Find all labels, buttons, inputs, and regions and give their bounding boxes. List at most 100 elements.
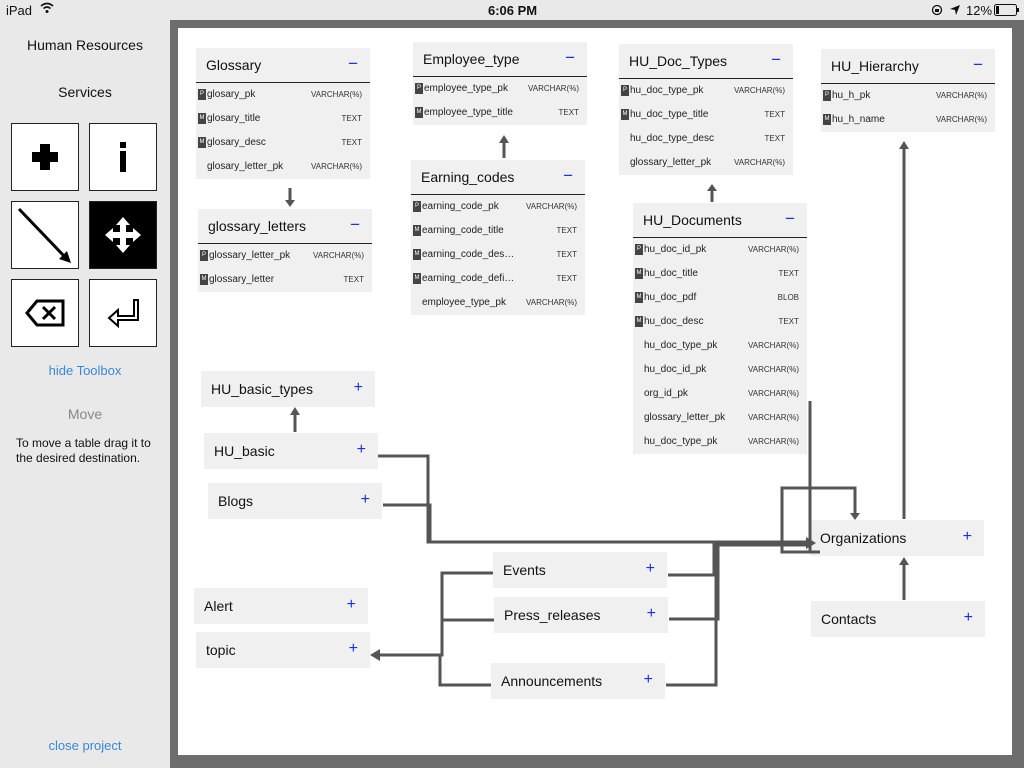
expand-button[interactable]: + [643, 671, 653, 688]
column-type: TEXT [556, 226, 577, 235]
table-header[interactable]: Employee_type− [413, 42, 587, 77]
collapse-button[interactable]: − [563, 166, 573, 185]
table-header[interactable]: HU_Documents− [633, 203, 807, 238]
table-hu-basic-types[interactable]: HU_basic_types + [201, 371, 375, 407]
expand-button[interactable]: + [346, 596, 356, 613]
column-name: org_id_pk [644, 388, 688, 399]
expand-button[interactable]: + [348, 640, 358, 657]
column-name: earning_code_defi… [422, 273, 515, 284]
add-table-tool[interactable] [11, 123, 79, 191]
close-project-link[interactable]: close project [48, 738, 122, 753]
table-header[interactable]: Glossary− [196, 48, 370, 83]
table-press-releases[interactable]: Press_releases + [494, 597, 668, 633]
column-name: glosary_letter_pk [207, 161, 284, 172]
collapse-button[interactable]: − [565, 48, 575, 67]
table-contacts[interactable]: Contacts + [811, 601, 985, 637]
column-name: hu_h_pk [832, 90, 871, 101]
location-icon [949, 4, 961, 19]
expand-button[interactable]: + [646, 605, 656, 622]
expand-button[interactable]: + [645, 560, 655, 577]
table-name: HU_basic_types [211, 381, 313, 397]
expand-button[interactable]: + [356, 441, 366, 458]
table-alert[interactable]: Alert + [194, 588, 368, 624]
table-header[interactable]: HU_Hierarchy− [821, 49, 995, 84]
table-hu-basic[interactable]: HU_basic + [204, 433, 378, 469]
status-bar: iPad 6:06 PM 12% [0, 0, 1024, 20]
column-type: VARCHAR(%) [734, 158, 785, 167]
orientation-lock-icon [931, 4, 943, 19]
services-button[interactable]: Services [58, 84, 112, 100]
collapse-button[interactable]: − [348, 54, 358, 73]
return-tool[interactable] [89, 279, 157, 347]
column-name: hu_doc_type_pk [644, 436, 718, 447]
table-blogs[interactable]: Blogs + [208, 483, 382, 519]
table-organizations[interactable]: Organizations + [810, 520, 984, 556]
expand-button[interactable]: + [353, 379, 363, 396]
table-announcements[interactable]: Announcements + [491, 663, 665, 699]
move-tool[interactable] [89, 201, 157, 269]
column-name: hu_doc_title [644, 268, 698, 279]
delete-tool[interactable] [11, 279, 79, 347]
collapse-button[interactable]: − [350, 215, 360, 234]
column-name: hu_doc_pdf [644, 292, 697, 303]
collapse-button[interactable]: − [785, 209, 795, 228]
collapse-button[interactable]: − [973, 55, 983, 74]
table-topic[interactable]: topic + [196, 632, 370, 668]
mandatory-icon: M [198, 137, 206, 148]
expand-button[interactable]: + [360, 491, 370, 508]
primary-key-icon: P [635, 244, 643, 255]
link-tool[interactable] [11, 201, 79, 269]
column-name: hu_doc_type_pk [630, 85, 704, 96]
column-name: glosary_title [207, 113, 261, 124]
table-header[interactable]: Earning_codes− [411, 160, 585, 195]
info-tool[interactable] [89, 123, 157, 191]
mandatory-icon: M [200, 274, 208, 285]
expand-button[interactable]: + [962, 528, 972, 545]
return-icon [107, 299, 139, 328]
expand-button[interactable]: + [963, 609, 973, 626]
table-header[interactable]: HU_Doc_Types − [619, 44, 793, 79]
column-name: earning_code_title [422, 225, 504, 236]
table-name: HU_Doc_Types [629, 53, 728, 69]
column-name: hu_doc_id_pk [644, 364, 707, 375]
hide-toolbox-link[interactable]: hide Toolbox [48, 363, 122, 378]
collapse-button[interactable]: − [771, 50, 781, 69]
table-events[interactable]: Events + [493, 552, 667, 588]
table-header[interactable]: glossary_letters− [198, 209, 372, 244]
